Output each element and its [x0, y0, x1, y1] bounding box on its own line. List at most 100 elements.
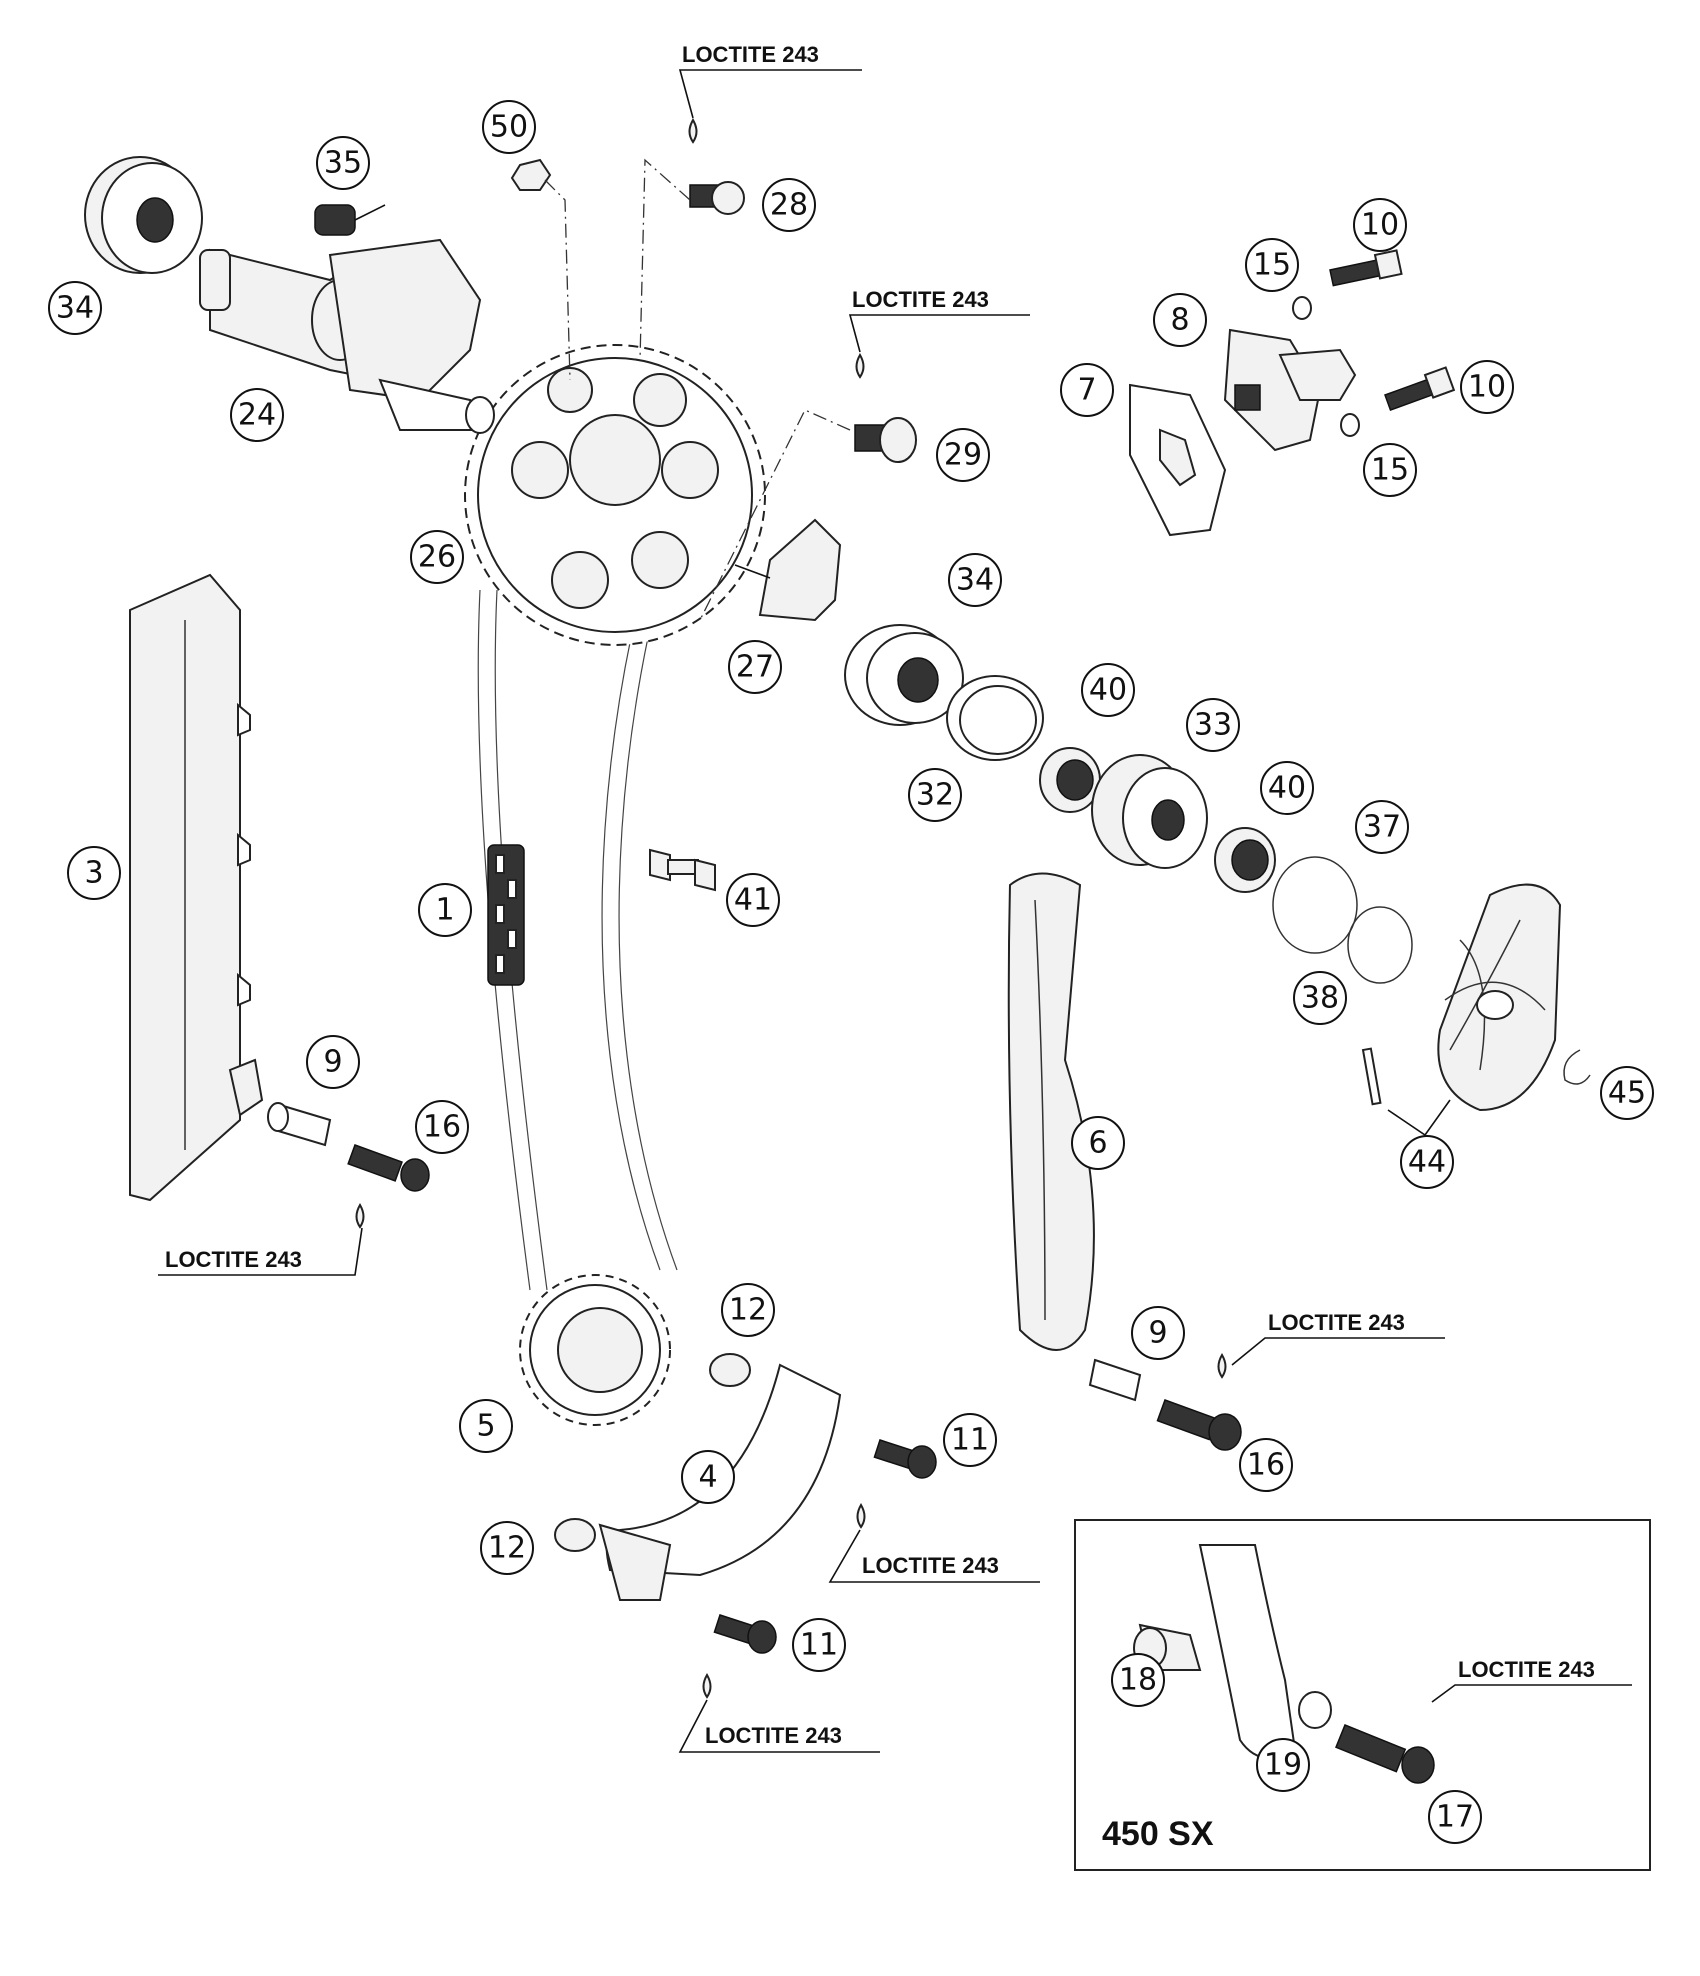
callout: 40: [1081, 663, 1135, 717]
svg-text:18: 18: [1119, 1663, 1157, 1698]
o-ring-37: [1272, 856, 1358, 954]
callout: 9: [306, 1035, 360, 1089]
loctite-label-5: LOCTITE 243: [828, 1529, 1040, 1583]
callout: 40: [1260, 761, 1314, 815]
bushing-12-upper: [709, 1353, 751, 1387]
callout: 15: [1363, 443, 1417, 497]
svg-text:9: 9: [1148, 1316, 1167, 1351]
spring: [314, 204, 386, 236]
callout: 29: [936, 428, 990, 482]
bushing-12-lower: [554, 1518, 596, 1552]
circlip-45: [1563, 1049, 1591, 1085]
lock-41: [649, 848, 716, 892]
callout: 3: [67, 846, 121, 900]
tension-rail-6: [1007, 872, 1095, 1351]
callout: 17: [1428, 1790, 1482, 1844]
bolt-16-left: [347, 1144, 430, 1192]
seal-40-b: [1214, 827, 1276, 893]
callout: 15: [1245, 238, 1299, 292]
callout: 33: [1186, 698, 1240, 752]
svg-text:34: 34: [56, 291, 94, 326]
callout: 8: [1153, 293, 1207, 347]
callout: 37: [1355, 800, 1409, 854]
callout: 26: [410, 530, 464, 584]
callout: 19: [1256, 1738, 1310, 1792]
loctite-text: LOCTITE 243: [1268, 1310, 1405, 1335]
loctite-label-1: LOCTITE 243: [678, 42, 862, 119]
callout: 11: [943, 1413, 997, 1467]
wheel-33: [1091, 754, 1208, 869]
chain-segment: [487, 844, 525, 986]
nut: [510, 158, 571, 381]
sleeve-9-left: [267, 1102, 332, 1147]
loctite-text: LOCTITE 243: [862, 1553, 999, 1578]
camshaft-sprocket: [464, 344, 766, 646]
chain-tensioner: [1223, 328, 1357, 452]
loctite-text: LOCTITE 243: [165, 1247, 302, 1272]
svg-text:28: 28: [770, 188, 808, 223]
svg-text:12: 12: [729, 1293, 767, 1328]
washers-15: [1292, 296, 1360, 437]
bolt-16-right: [1156, 1399, 1242, 1451]
callout: 24: [230, 388, 284, 442]
callout: 7: [1060, 363, 1114, 417]
svg-text:17: 17: [1436, 1800, 1474, 1835]
sprocket-bolt-29: [699, 409, 917, 621]
svg-text:11: 11: [951, 1423, 989, 1458]
callout: 11: [792, 1618, 846, 1672]
svg-text:5: 5: [476, 1409, 495, 1444]
o-ring-38: [1347, 906, 1413, 984]
bolt-11-upper: [873, 1439, 937, 1479]
loctite-text: LOCTITE 243: [1458, 1657, 1595, 1682]
chain-guide-4: [598, 1363, 842, 1601]
svg-text:15: 15: [1253, 248, 1291, 283]
svg-text:32: 32: [916, 778, 954, 813]
svg-text:29: 29: [944, 438, 982, 473]
loctite-label-4: LOCTITE 243: [1231, 1310, 1445, 1366]
impeller: [1437, 883, 1562, 1112]
svg-text:7: 7: [1077, 373, 1096, 408]
callout: 38: [1293, 971, 1347, 1025]
callout: 27: [728, 640, 782, 694]
svg-text:4: 4: [698, 1460, 717, 1495]
loctite-text: LOCTITE 243: [682, 42, 819, 67]
svg-text:45: 45: [1608, 1076, 1646, 1111]
callout: 35: [316, 136, 370, 190]
svg-text:16: 16: [423, 1110, 461, 1145]
shim-32: [946, 675, 1044, 761]
callout: 16: [415, 1100, 469, 1154]
svg-text:33: 33: [1194, 708, 1232, 743]
loctite-label-2: LOCTITE 243: [848, 287, 1030, 353]
tensioner-bolt-upper: [1329, 249, 1403, 287]
svg-text:15: 15: [1371, 453, 1409, 488]
sprocket-bolt-28: [639, 158, 745, 361]
loctite-text: LOCTITE 243: [705, 1723, 842, 1748]
callout: 10: [1353, 198, 1407, 252]
svg-text:9: 9: [323, 1045, 342, 1080]
callout: 34: [48, 281, 102, 335]
loctite-text: LOCTITE 243: [852, 287, 989, 312]
svg-text:40: 40: [1089, 673, 1127, 708]
svg-text:37: 37: [1363, 810, 1401, 845]
camshaft-bearing: [84, 156, 203, 274]
bolt-11-lower: [713, 1614, 777, 1654]
callout: 6: [1071, 1116, 1125, 1170]
sleeve-9-right: [1088, 1358, 1142, 1402]
guide-rail-3: [129, 573, 264, 1202]
loctite-label-3: LOCTITE 243: [158, 1227, 363, 1276]
svg-text:11: 11: [800, 1628, 838, 1663]
svg-text:10: 10: [1468, 370, 1506, 405]
callout: 18: [1111, 1653, 1165, 1707]
callout: 45: [1600, 1066, 1654, 1120]
svg-text:41: 41: [734, 883, 772, 918]
svg-text:38: 38: [1301, 981, 1339, 1016]
svg-text:8: 8: [1170, 303, 1189, 338]
svg-text:6: 6: [1088, 1126, 1107, 1161]
svg-text:10: 10: [1361, 208, 1399, 243]
svg-text:26: 26: [418, 540, 456, 575]
svg-text:44: 44: [1408, 1145, 1446, 1180]
callout: 44: [1400, 1135, 1454, 1189]
seal-40-a: [1039, 747, 1101, 813]
svg-text:40: 40: [1268, 771, 1306, 806]
svg-text:50: 50: [490, 110, 528, 145]
